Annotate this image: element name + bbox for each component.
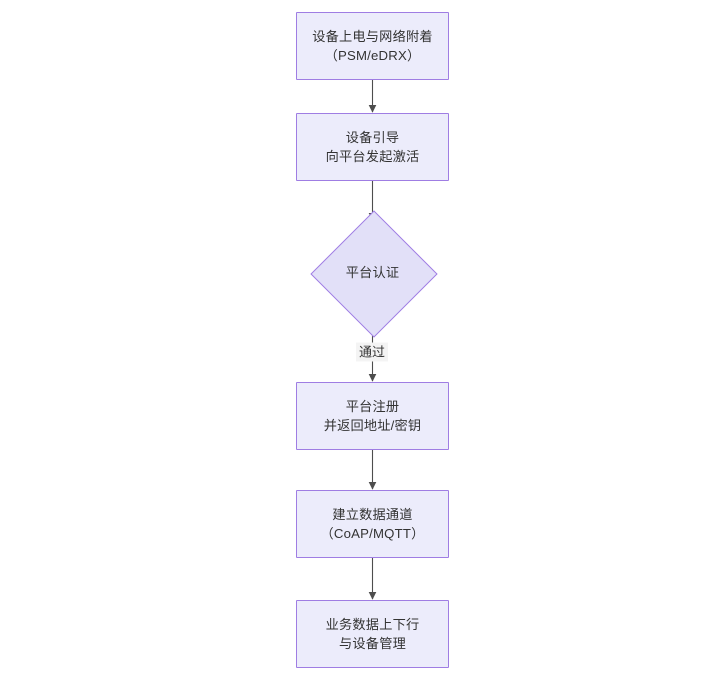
node-data-channel-label: 建立数据通道 （CoAP/MQTT） <box>320 506 425 542</box>
node-data-channel[interactable]: 建立数据通道 （CoAP/MQTT） <box>296 490 449 558</box>
node-platform-register[interactable]: 平台注册 并返回地址/密钥 <box>296 382 449 450</box>
node-service-data-label: 业务数据上下行 与设备管理 <box>325 616 420 652</box>
node-bootstrap[interactable]: 设备引导 向平台发起激活 <box>296 113 449 181</box>
node-platform-auth-label: 平台认证 <box>345 264 400 280</box>
node-power-on[interactable]: 设备上电与网络附着 （PSM/eDRX） <box>296 12 449 80</box>
node-power-on-label: 设备上电与网络附着 （PSM/eDRX） <box>312 28 433 64</box>
node-bootstrap-label: 设备引导 向平台发起激活 <box>325 129 420 165</box>
node-service-data[interactable]: 业务数据上下行 与设备管理 <box>296 600 449 668</box>
node-platform-auth-decision[interactable]: 平台认证 <box>309 209 438 338</box>
edge-label-pass: 通过 <box>355 342 389 362</box>
node-platform-register-label: 平台注册 并返回地址/密钥 <box>323 398 422 434</box>
